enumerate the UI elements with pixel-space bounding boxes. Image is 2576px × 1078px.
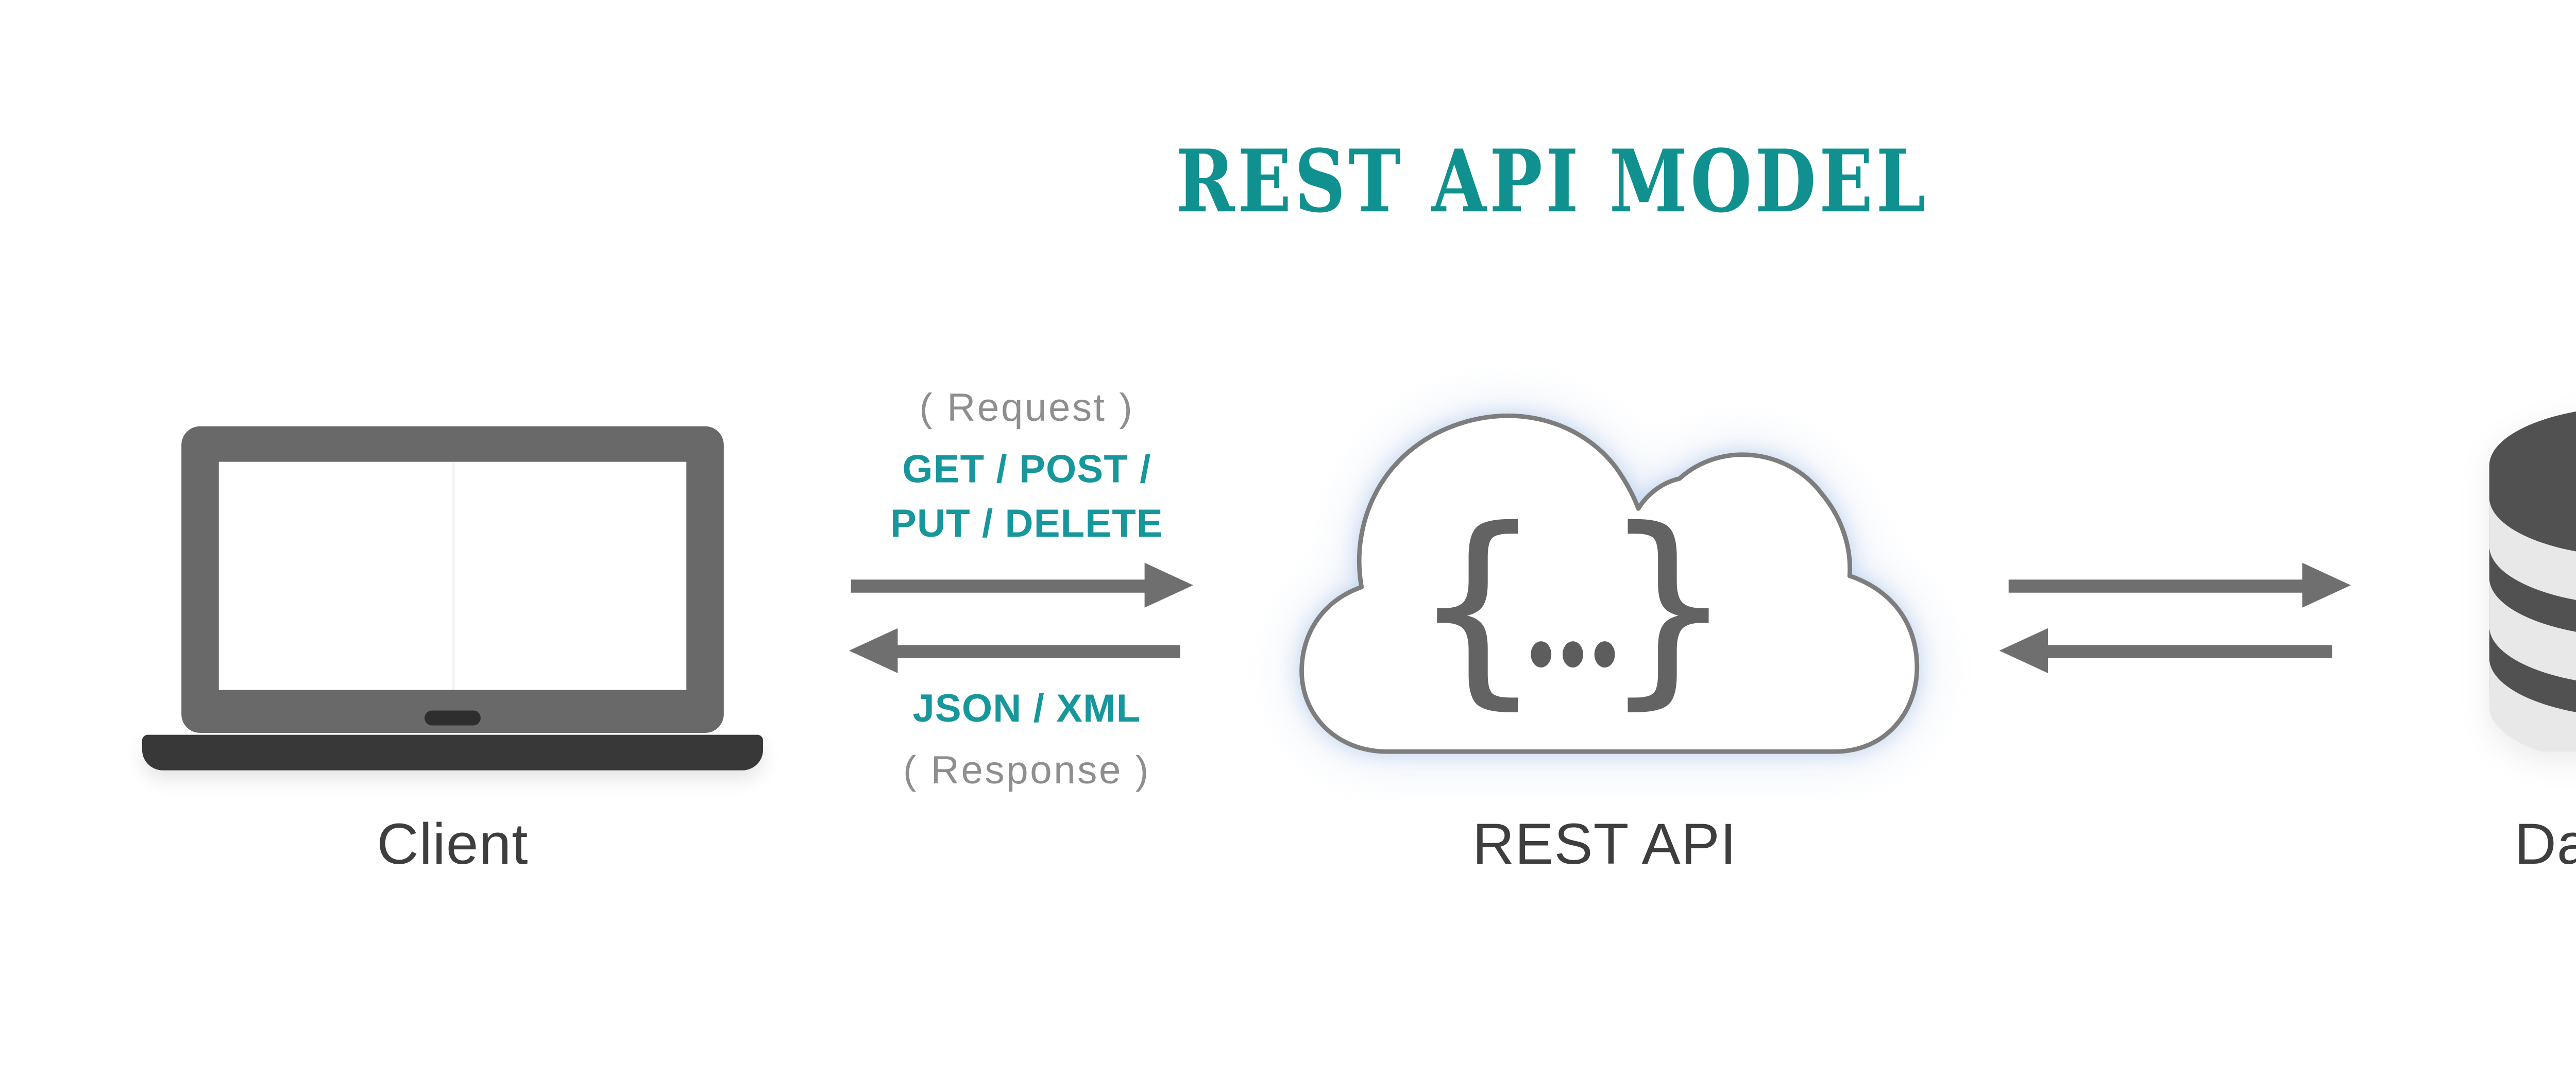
laptop-notch	[425, 710, 481, 726]
request-methods-line2: PUT / DELETE	[890, 503, 1163, 546]
request-arrow-icon	[851, 562, 1194, 608]
request-annotation: ( Request )	[919, 387, 1134, 430]
api-to-db-arrowhead-icon	[2302, 562, 2351, 608]
api-to-db-arrow-shaft	[2008, 578, 2306, 592]
laptop-base	[142, 734, 764, 771]
laptop-icon	[142, 426, 764, 771]
laptop-screen-seam	[452, 461, 455, 690]
left-brace-icon: {	[1414, 484, 1540, 728]
database-top-disk	[2489, 411, 2576, 520]
database-stripes	[2489, 497, 2576, 752]
client-label: Client	[377, 811, 529, 877]
laptop-screen-frame	[181, 426, 724, 733]
ellipsis-dots-icon	[1531, 641, 1615, 668]
right-brace-icon: }	[1605, 484, 1732, 728]
request-arrow-shaft	[851, 578, 1148, 592]
database-icon	[2489, 411, 2576, 752]
page-title: REST API MODEL	[1176, 131, 1929, 232]
request-methods-line1: GET / POST /	[902, 449, 1151, 492]
cloud-outline	[1299, 413, 1920, 754]
response-annotation: ( Response )	[903, 749, 1150, 793]
response-arrowhead-icon	[849, 628, 898, 673]
db-to-api-arrow-icon	[1999, 628, 2332, 673]
api-to-db-arrow-icon	[2008, 562, 2351, 608]
cloud-icon: { }	[1299, 413, 1920, 754]
response-arrow-shaft	[894, 644, 1180, 657]
laptop-screen	[218, 461, 687, 690]
database-label: Database	[2514, 811, 2576, 877]
db-to-api-arrow-shaft	[2044, 644, 2332, 657]
request-arrowhead-icon	[1144, 562, 1194, 608]
response-formats: JSON / XML	[912, 688, 1141, 731]
rest-api-label: REST API	[1472, 811, 1737, 877]
response-arrow-icon	[849, 628, 1180, 673]
db-to-api-arrowhead-icon	[1999, 628, 2048, 673]
